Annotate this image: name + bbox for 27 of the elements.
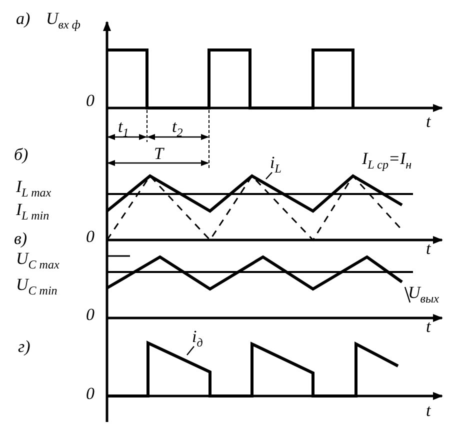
leader-line (404, 286, 411, 303)
axis-label: I$_{L min}$ (16, 201, 50, 222)
panel-label: в) (14, 230, 28, 247)
curve-label: i$_{L}$ (270, 154, 282, 174)
time-label: t$_{2}$ (172, 118, 183, 138)
axis-label: 0 (86, 385, 94, 402)
axis-label: U$_{C min}$ (16, 276, 58, 296)
axis-label: 0 (86, 306, 94, 323)
panel-label: а) (16, 10, 30, 27)
leader-line (186, 346, 194, 356)
axis-label: t (426, 318, 431, 335)
panel-label: б) (14, 146, 28, 163)
axis-label: U$_{вх ф}$ (46, 10, 80, 30)
axis-label: t (426, 402, 431, 419)
time-label: t$_{1}$ (118, 118, 129, 138)
axis-label: I$_{L max}$ (16, 178, 52, 198)
curve-label: i$_{д}$ (192, 328, 203, 348)
axis-label: 0 (86, 228, 94, 245)
panel-label: г) (18, 338, 30, 355)
curve-label: I$_{L ср}$=I$_{н}$ (362, 150, 412, 170)
leader-line (266, 172, 272, 180)
axis-label: U$_{C max}$ (16, 250, 60, 270)
axis-label: t (426, 240, 431, 257)
axis-label: 0 (86, 92, 94, 109)
axis-label: t (426, 113, 431, 130)
period-label: T (154, 145, 164, 162)
curve-label: U$_{вых}$ (408, 284, 439, 304)
